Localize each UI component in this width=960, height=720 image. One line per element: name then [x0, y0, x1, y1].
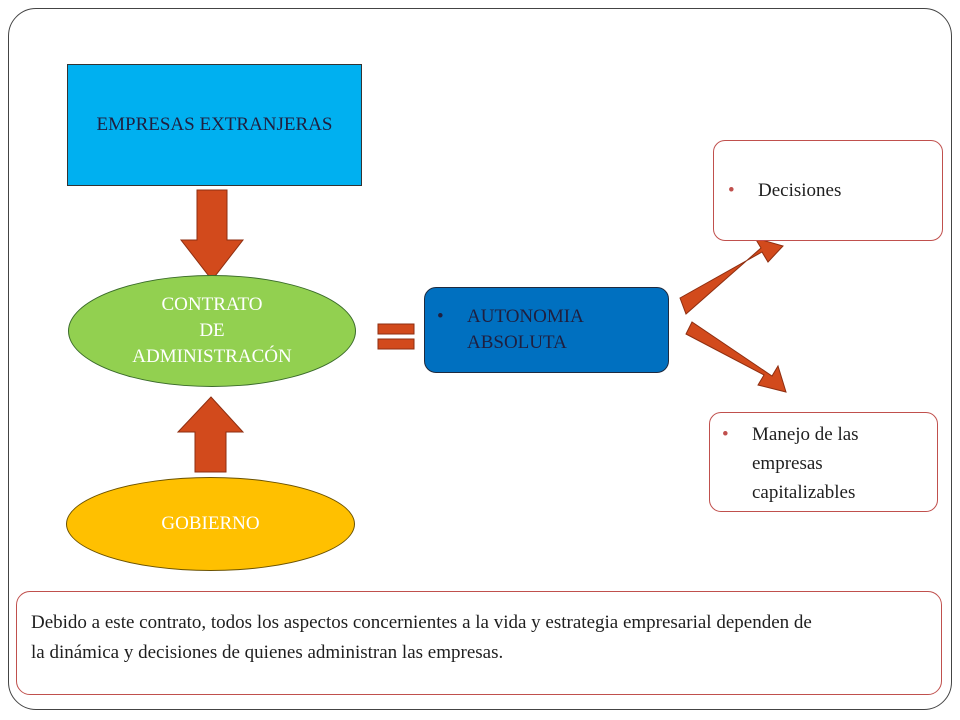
node-decisiones-bullet: • [728, 179, 735, 201]
arrow-autonomia-to-decisiones [679, 237, 784, 315]
slide-frame [8, 8, 952, 710]
arrow-gobierno-to-contrato [176, 396, 245, 473]
note-line-1: Debido a este contrato, todos los aspect… [31, 612, 812, 633]
node-empresas-extranjeras: EMPRESAS EXTRANJERAS [67, 64, 362, 186]
arrow-empresas-to-contrato [179, 189, 245, 281]
node-contrato-line-3: ADMINISTRACÓN [132, 346, 292, 367]
node-empresas-label: EMPRESAS EXTRANJERAS [96, 114, 333, 135]
node-autonomia-line-1: AUTONOMIA [467, 306, 584, 327]
node-gobierno-label: GOBIERNO [161, 513, 260, 534]
node-gobierno: GOBIERNO [66, 477, 355, 571]
node-autonomia: • AUTONOMIA ABSOLUTA [424, 287, 669, 373]
equals-sign [377, 323, 415, 350]
node-decisiones-label: Decisiones [758, 179, 842, 201]
node-contrato-line-2: DE [199, 320, 225, 341]
node-manejo-bullet: • [722, 424, 729, 445]
node-manejo-line-2: empresas [752, 453, 823, 474]
node-manejo-line-3: capitalizables [752, 482, 856, 503]
node-decisiones: • Decisiones [713, 140, 943, 241]
node-manejo: • Manejo de las empresas capitalizables [709, 412, 938, 512]
node-contrato-line-1: CONTRATO [161, 294, 263, 315]
note-line-2: la dinámica y decisiones de quienes admi… [31, 642, 504, 663]
note-box: Debido a este contrato, todos los aspect… [16, 591, 942, 695]
node-contrato: CONTRATO DE ADMINISTRACÓN [68, 275, 356, 387]
node-autonomia-line-2: ABSOLUTA [467, 332, 567, 353]
node-autonomia-bullet: • [437, 306, 444, 327]
arrow-autonomia-to-manejo [685, 321, 787, 393]
node-manejo-line-1: Manejo de las [752, 424, 859, 445]
